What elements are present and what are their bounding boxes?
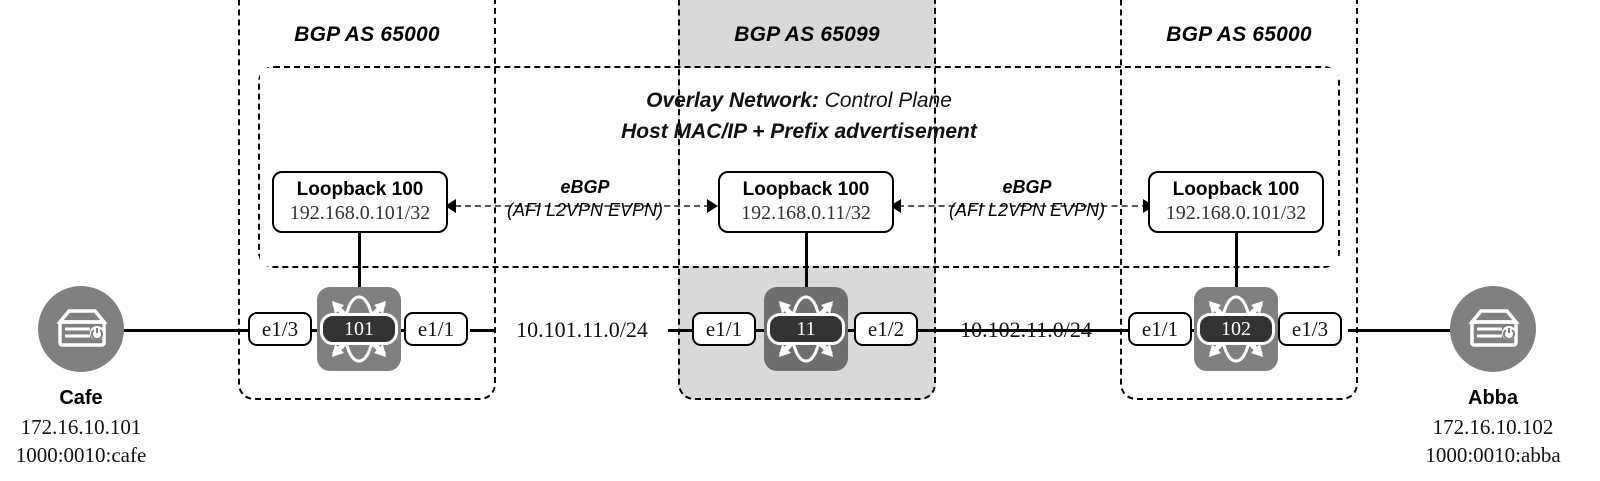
peer-label-left: eBGP (AFI L2VPN EVPN): [470, 176, 700, 222]
overlay-network-box: [258, 66, 1340, 268]
overlay-mask-gap-right: [938, 68, 1118, 266]
loopback-ip-right: 192.168.0.101/32: [1165, 201, 1307, 224]
peer-afi-left: (AFI L2VPN EVPN): [506, 199, 664, 220]
peer-link-right: [898, 205, 1148, 207]
switch-leaf-102[interactable]: 102: [1194, 287, 1278, 371]
wire-leaf102-to-abba: [1348, 329, 1452, 332]
loopback-title-right: Loopback 100: [1172, 179, 1300, 201]
as-zone-left: [238, 0, 496, 400]
server-icon: [1468, 309, 1520, 347]
loopback-ip-middle: 192.168.0.11/32: [741, 201, 871, 224]
host-abba-mac: 1000:0010:abba: [1425, 443, 1561, 468]
overlay-title-line: Overlay Network: Control Plane: [258, 89, 1340, 113]
wire-cafe-to-leaf101: [122, 329, 258, 332]
host-abba-name: Abba: [1468, 387, 1518, 409]
host-cafe-mac: 1000:0010:cafe: [15, 443, 147, 468]
switch-spine-11[interactable]: 11: [764, 287, 848, 371]
peer-protocol-left: eBGP: [560, 177, 610, 197]
peer-arrow-left-east: [707, 199, 718, 213]
peer-arrow-right-west: [890, 199, 901, 213]
loopback-title-middle: Loopback 100: [742, 179, 870, 201]
as-zone-right-label: BGP AS 65000: [1166, 23, 1312, 46]
loopback-box-right: Loopback 100 192.168.0.101/32: [1148, 171, 1324, 233]
peer-label-right: eBGP (AFI L2VPN EVPN): [912, 176, 1142, 222]
overlay-subtitle-text: Host MAC/IP + Prefix advertisement: [621, 120, 977, 143]
wire-loopback-to-leaf101: [358, 233, 361, 295]
peer-afi-right: (AFI L2VPN EVPN): [948, 199, 1106, 220]
loopback-ip-left: 192.168.0.101/32: [289, 201, 431, 224]
switch-leaf-102-label: 102: [1197, 313, 1275, 345]
wire-loopback-to-spine11: [805, 233, 808, 295]
subnet-label-right: 10.102.11.0/24: [960, 317, 1092, 342]
host-abba-ip: 172.16.10.102: [1432, 415, 1554, 439]
switch-leaf-101[interactable]: 101: [317, 287, 401, 371]
host-cafe-caption: Cafe 172.16.10.101 1000:0010:cafe: [0, 384, 191, 470]
overlay-subtitle-line: Host MAC/IP + Prefix advertisement: [258, 120, 1340, 144]
subnet-label-left: 10.101.11.0/24: [496, 317, 668, 343]
switch-leaf-101-label: 101: [320, 313, 398, 345]
switch-spine-11-label: 11: [767, 313, 845, 345]
host-abba-caption: Abba 172.16.10.102 1000:0010:abba: [1383, 384, 1600, 470]
overlay-mask-right: [1122, 68, 1338, 266]
loopback-box-middle: Loopback 100 192.168.0.11/32: [718, 171, 894, 233]
interface-spine11-e12[interactable]: e1/2: [854, 312, 918, 346]
as-zone-right: [1120, 0, 1358, 400]
server-icon: [56, 309, 108, 347]
host-cafe-name: Cafe: [59, 387, 103, 409]
loopback-box-left: Loopback 100 192.168.0.101/32: [272, 171, 448, 233]
host-abba[interactable]: [1450, 286, 1536, 372]
interface-leaf102-e11[interactable]: e1/1: [1128, 312, 1192, 346]
overlay-title-rest: Control Plane: [818, 89, 952, 112]
peer-link-left: [455, 205, 710, 207]
overlay-title-bold: Overlay Network:: [646, 89, 819, 112]
peer-arrow-left-west: [445, 199, 456, 213]
wire-loopback-to-leaf102: [1235, 233, 1238, 295]
overlay-mask-gap-left: [498, 68, 676, 266]
as-zone-left-label: BGP AS 65000: [294, 23, 440, 46]
host-cafe-ip: 172.16.10.101: [20, 415, 142, 439]
peer-protocol-right: eBGP: [1002, 177, 1052, 197]
overlay-mask-left: [260, 68, 476, 266]
wire-spine11-left-stub: [752, 329, 774, 332]
interface-spine11-e11[interactable]: e1/1: [692, 312, 756, 346]
interface-leaf101-e11[interactable]: e1/1: [404, 312, 468, 346]
loopback-title-left: Loopback 100: [296, 179, 424, 201]
interface-leaf101-e13[interactable]: e1/3: [248, 312, 312, 346]
interface-leaf102-e13[interactable]: e1/3: [1278, 312, 1342, 346]
host-cafe[interactable]: [38, 286, 124, 372]
as-zone-middle-label: BGP AS 65099: [734, 23, 880, 46]
wire-spine11-to-leaf102: [916, 329, 1132, 332]
